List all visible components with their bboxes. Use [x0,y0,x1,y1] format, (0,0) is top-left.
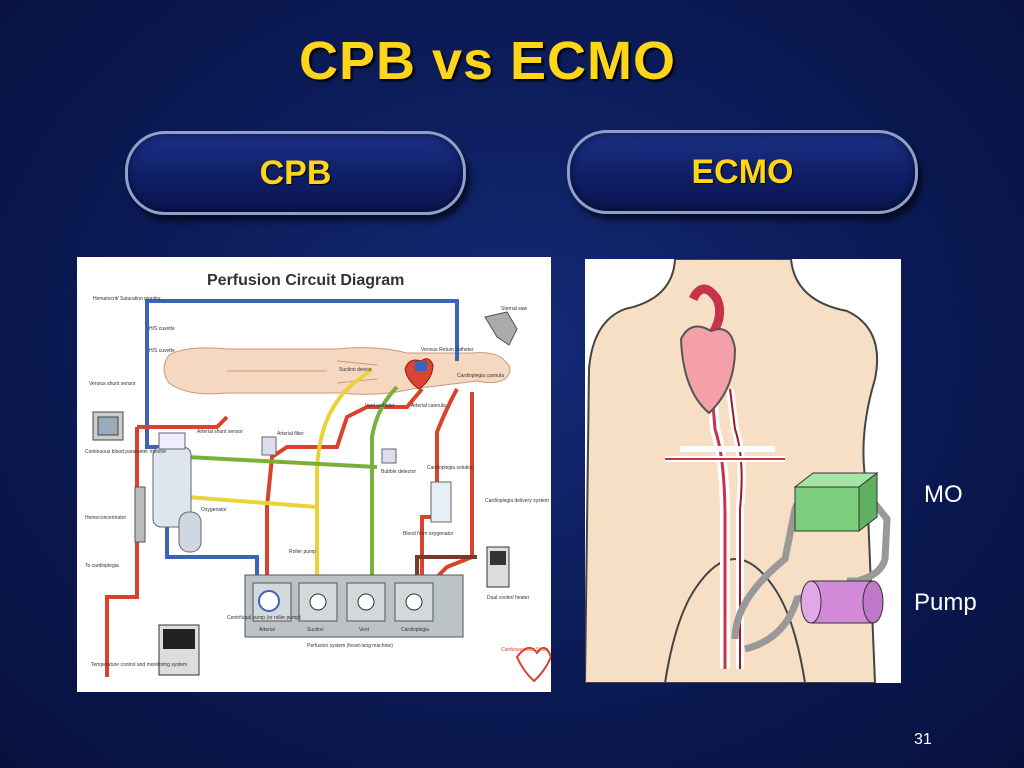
page-number: 31 [914,731,932,748]
heart-lung-machine [244,574,464,638]
label-to-cardioplegia: To cardioplegia [85,563,119,569]
venous-cannula-icon [415,361,427,371]
label-pump-suction: Suction [307,627,324,633]
label-cardioplegia-cannula: Cardioplegia cannula [457,373,504,379]
ecmo-svg [585,259,891,683]
label-continuous-monitor: Continuous blood parameter monitor [85,449,166,455]
label-hemoconcentrator: Hemoconcentrator [85,515,126,521]
ecmo-header: ECMO [567,130,918,214]
label-temp-control: Temperature control and monitoring syste… [91,662,187,668]
label-cardioplegia-delivery: Cardioplegia delivery system [485,498,549,504]
ecmo-header-label: ECMO [691,152,794,191]
label-pump-cardioplegia: Cardioplegia [401,627,429,633]
diagram-heading: Perfusion Circuit Diagram [207,272,404,289]
slide-title: CPB vs ECMO [298,31,677,91]
ecmo-diagram [585,259,901,683]
label-blood-from-oxygenator: Blood from oxygenator [403,531,454,537]
perfusion-circuit-svg: Perfusion Circuit Diagram [85,272,551,683]
label-sternal-saw: Sternal saw [501,306,528,312]
label-pump-vent: Vent [359,627,370,633]
label-dual-cooler: Dual cooler/ heater [487,595,530,601]
ecmo-pump [800,580,884,624]
cpb-header: CPB [125,131,466,215]
label-hs-cuvette-2: H/S cuvette [149,348,175,354]
label-oxygenator: Oxygenator [201,507,227,513]
label-hs-cuvette-1: H/S cuvette [149,326,175,332]
label-suction-device: Suction device [339,367,372,373]
label-arterial-cannula: Arterial cannula [411,403,446,409]
label-venous-shunt: Venous shunt sensor [89,381,136,387]
label-vent-catheter: Vent catheter [365,403,395,409]
label-bubble-detector: Bubble detector [381,469,416,475]
mo-label: MO [924,481,963,508]
label-cardioplegia-solution: Cardioplegia solution [427,465,474,471]
membrane-oxygenator [793,471,879,533]
label-perfusion-system: Perfusion system (heart-lung machine) [307,643,393,649]
circuit-tubing [105,299,477,677]
label-logo: Cardiovascular Syste [501,647,548,653]
cpb-diagram: Perfusion Circuit Diagram [77,257,551,692]
torso [585,259,879,683]
heart-icon [679,325,737,415]
label-venous-return: Venous Return catheter [421,347,474,353]
equipment [92,311,518,676]
pump-label: Pump [914,589,977,616]
vessels [665,284,785,669]
label-hematocrit: Hematocrit/ Saturation monitor [93,296,161,302]
label-arterial-filter: Arterial filter [277,431,304,437]
label-pump-arterial: Arterial [259,627,275,633]
heart-logo-icon [515,646,551,683]
label-arterial-shunt: Arterial shunt sensor [197,429,243,435]
label-centrifugal-pump: Centrifugal pump (or roller pump) [227,615,301,621]
cpb-header-label: CPB [259,153,332,192]
label-roller-pump: Roller pump [289,549,316,555]
